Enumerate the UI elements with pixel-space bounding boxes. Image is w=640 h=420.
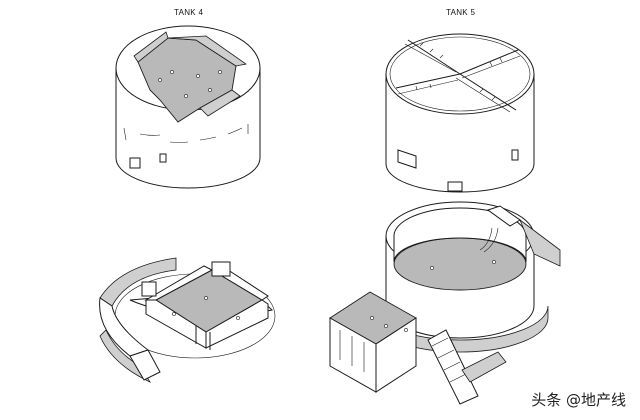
tank-5-exterior-drawing <box>385 33 535 193</box>
watermark-text: 头条 @地产线 <box>531 391 626 409</box>
tank-5-section-drawing <box>329 201 561 405</box>
tank-5-label: TANK 5 <box>446 8 476 17</box>
tank-4-exterior-drawing <box>115 25 261 189</box>
tank-4-exploded-plan-drawing <box>99 257 276 383</box>
tank-4-label: TANK 4 <box>174 8 204 17</box>
